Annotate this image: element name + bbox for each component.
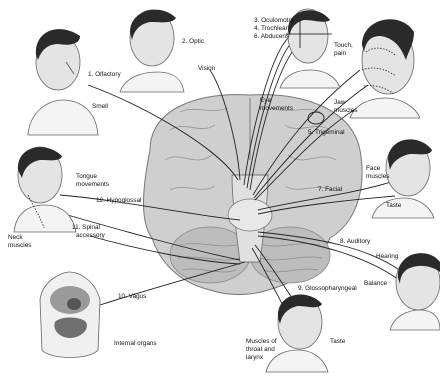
label-vagus: 10. Vagus <box>118 293 146 300</box>
label-smell: Smell <box>92 103 108 110</box>
label-hypoglossal: 12. Hypoglossal <box>96 197 141 204</box>
label-eye-movements-line1: Eye <box>260 97 271 104</box>
face-optic <box>120 10 184 92</box>
label-trochlear: 4. Trochlear <box>254 25 289 32</box>
label-hearing: Hearing <box>376 253 399 260</box>
label-throat-line2: throat and <box>246 346 275 353</box>
label-tongue-line2: movements <box>76 181 109 188</box>
label-optic: 2. Optic <box>182 38 205 45</box>
label-olfactory: 1. Olfactory <box>88 71 121 78</box>
face1-shoulders <box>28 100 98 135</box>
label-trigeminal: 5. Trigeminal <box>308 129 345 136</box>
label-tongue-line1: Tongue <box>76 173 97 180</box>
torso-outline <box>40 272 100 358</box>
label-face-muscles-line2: muscles <box>366 173 389 180</box>
label-abducens: 6. Abducens <box>254 33 289 40</box>
face7-shoulders <box>390 310 440 330</box>
face-olfactory <box>28 29 98 135</box>
label-taste-face: Taste <box>386 202 402 209</box>
heart <box>67 298 81 310</box>
label-jaw-line2: muscles <box>334 107 357 114</box>
label-balance: Balance <box>364 280 388 287</box>
face4-shoulders <box>350 98 420 118</box>
label-face-muscles-line1: Face <box>366 165 381 172</box>
label-neck-line1: Neck <box>8 234 23 241</box>
face-tongue <box>14 147 76 232</box>
label-spinal-line2: accessory <box>76 232 106 239</box>
face3-shoulders <box>280 70 340 88</box>
face6-shoulders <box>372 198 434 218</box>
label-neck-line2: muscles <box>8 242 31 249</box>
label-taste-throat: Taste <box>330 338 346 345</box>
face-touch-pain <box>350 19 420 118</box>
face5-shoulders <box>14 205 76 232</box>
face-throat <box>266 295 328 372</box>
label-jaw-line1: Jaw <box>334 99 346 106</box>
label-oculomotor: 3. Oculomotor <box>254 17 295 24</box>
face2-shoulders <box>120 72 184 92</box>
label-glossopharyngeal: 9. Glossopharyngeal <box>298 285 357 292</box>
label-spinal-line1: 11. Spinal <box>72 224 100 231</box>
label-throat-line3: larynx <box>246 354 264 361</box>
face-hearing <box>390 253 440 330</box>
torso-organs <box>40 272 100 358</box>
pons <box>228 199 272 231</box>
label-auditory: 8. Auditory <box>340 238 371 245</box>
label-vision: Vision <box>198 65 216 72</box>
face8-shoulders <box>266 350 328 372</box>
label-throat-line1: Muscles of <box>246 338 277 345</box>
label-touch: Touch, <box>334 42 353 49</box>
label-internal-organs: Internal organs <box>114 340 157 347</box>
label-pain: pain <box>334 50 347 57</box>
label-eye-movements-line2: movements <box>260 105 293 112</box>
label-facial: 7. Facial <box>318 186 342 193</box>
